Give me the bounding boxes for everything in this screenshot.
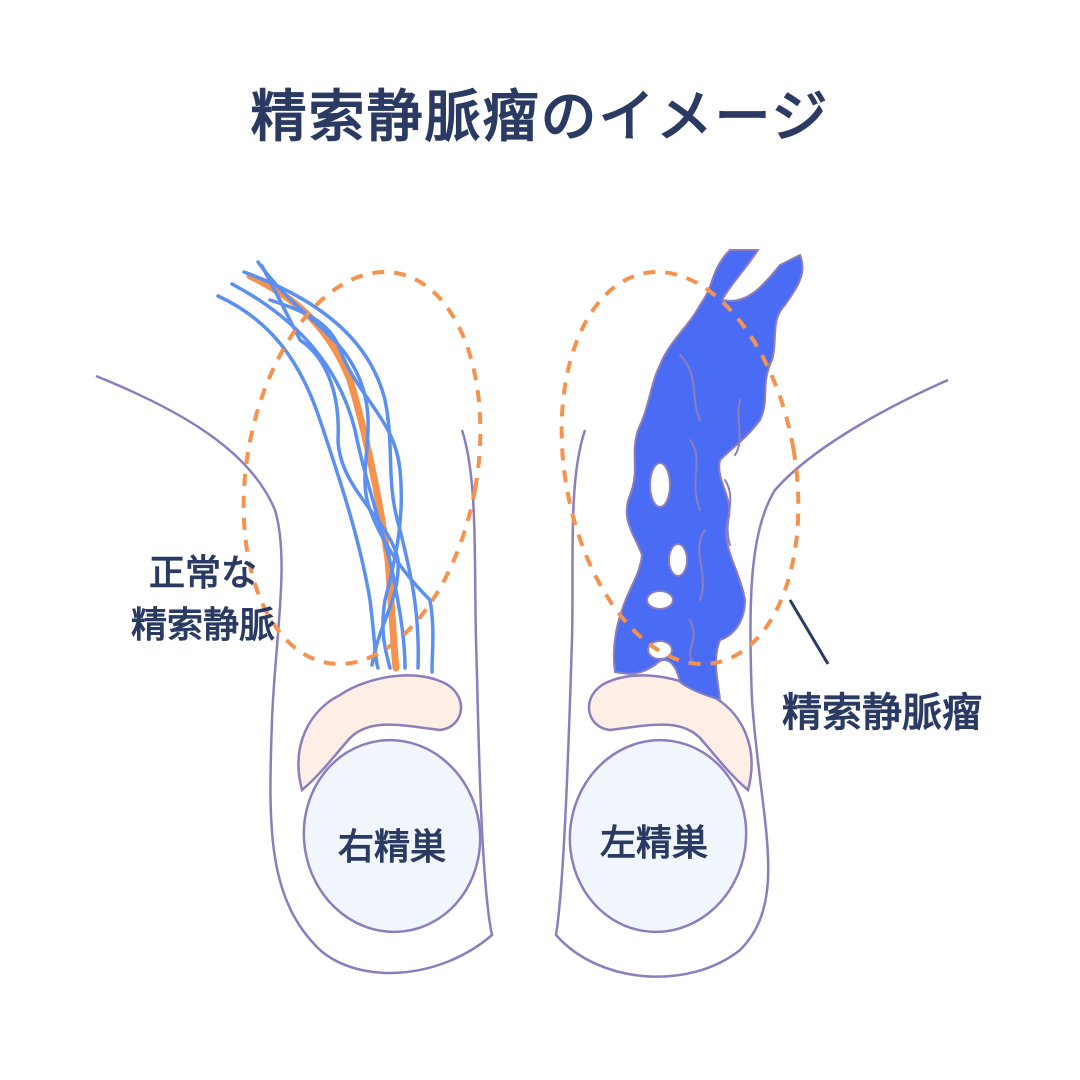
varicocele-veins — [612, 249, 804, 702]
varicocele-leader-line — [788, 599, 830, 665]
right-testis — [297, 674, 482, 934]
normal-vein-label-line1: 正常な — [148, 553, 257, 594]
highlight-ovals — [241, 269, 801, 667]
varicocele-label: 精索静脈瘤 — [782, 690, 982, 736]
varicocele-highlight-oval — [559, 269, 801, 667]
body-outline — [95, 374, 949, 978]
left-testis — [568, 674, 753, 934]
normal-spermatic-veins — [216, 260, 435, 674]
normal-vein-label: 正常な 精索静脈 — [118, 548, 288, 652]
normal-vein-label-line2: 精索静脈 — [130, 605, 275, 646]
normal-highlight-oval — [241, 269, 483, 667]
right-testis-label: 右精巣 — [337, 827, 446, 868]
page-title: 精索静脈瘤のイメージ — [250, 85, 830, 150]
left-testis-label: 左精巣 — [599, 823, 708, 864]
